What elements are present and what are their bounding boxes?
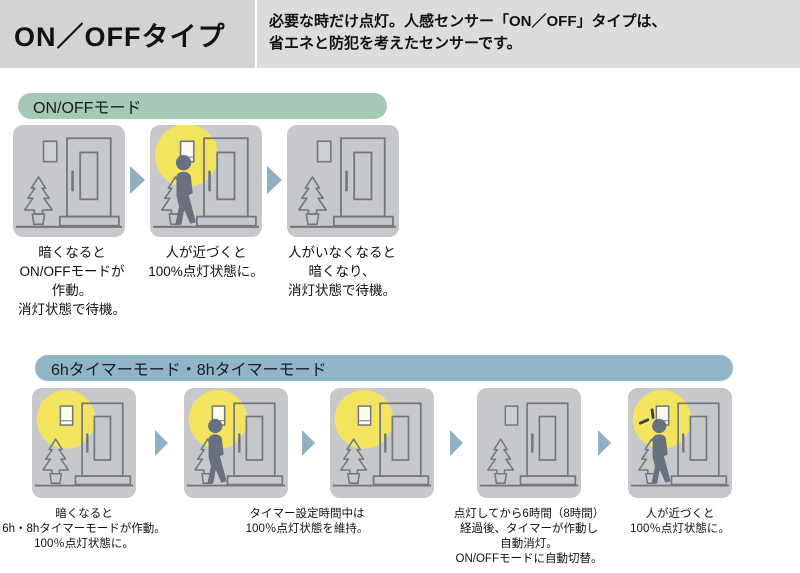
door-panel: [216, 151, 236, 201]
arrow-right-icon: [130, 166, 145, 194]
porch-step: [372, 475, 430, 486]
door-scene-2-5: [628, 388, 732, 498]
caption-timer-maintained: タイマー設定時間中は 100％点灯状態を維持。: [245, 508, 369, 535]
door-icon: [379, 402, 422, 477]
caption-timer-starts: 暗くなると 6h・8hタイマーモードが作動。 100％点灯状態に。: [2, 508, 166, 550]
header-description: 必要な時だけ点灯。人感センサー「ON／OFF」タイプは、 省エネと防犯を考えたセ…: [269, 13, 667, 52]
tree-pot: [49, 472, 63, 484]
porch-step: [226, 475, 284, 486]
porch-lamp-icon: [42, 140, 58, 163]
door-panel: [353, 151, 373, 201]
door-scene-graphic: [332, 390, 432, 487]
door-scene-1-2: [150, 125, 262, 237]
porch-lamp-icon: [357, 405, 372, 426]
tree-icon: [297, 176, 328, 215]
arrow-right-icon: [267, 166, 282, 194]
door-scene-2-2: [184, 388, 288, 498]
porch-step: [195, 215, 257, 227]
door-scene-graphic: [479, 402, 579, 487]
door-icon: [340, 137, 386, 218]
door-panel: [391, 415, 410, 461]
porch-step: [670, 475, 728, 486]
arrow-right-icon: [598, 430, 611, 456]
door-scene-graphic: [630, 390, 730, 487]
door-scene-1-3: [287, 125, 399, 237]
caption-timer-elapsed: 点灯してから6時間（8時間） 経過後、タイマーが作動し 自動消灯。 ON/OFF…: [453, 508, 605, 565]
arrow-right-icon: [155, 430, 168, 456]
door-scene-2-3: [330, 388, 434, 498]
section-label: ON/OFFモード: [33, 100, 142, 117]
page-title: ON／OFFタイプ: [14, 21, 226, 52]
door-panel: [689, 415, 708, 461]
door-icon: [66, 137, 112, 218]
tree-pot: [347, 472, 361, 484]
door-panel: [93, 415, 112, 461]
tree-pot: [31, 213, 46, 226]
header-description-box: 必要な時だけ点灯。人感センサー「ON／OFF」タイプは、 省エネと防犯を考えたセ…: [257, 0, 800, 68]
porch-step: [332, 215, 394, 227]
tree-icon: [23, 176, 54, 215]
door-scene-graphic: [34, 390, 134, 487]
porch-lamp-icon: [59, 405, 74, 426]
person-figure: [175, 155, 196, 225]
porch-lamp-icon: [316, 140, 332, 163]
porch-step: [519, 475, 577, 486]
caption-person-approaches-again: 人が近づくと 100％点灯状態に。: [630, 508, 730, 535]
caption-person-approaches: 人が近づくと 100%点灯状態に。: [148, 245, 264, 279]
door-icon: [233, 402, 276, 477]
door-panel: [245, 415, 264, 461]
door-icon: [203, 137, 249, 218]
door-scene-2-1: [32, 388, 136, 498]
tree-icon: [487, 438, 515, 475]
arrow-right-icon: [302, 430, 315, 456]
page-title-box: ON／OFFタイプ: [0, 0, 255, 68]
tree-pot: [305, 213, 320, 226]
person-figure: [651, 418, 671, 484]
arrow-right-icon: [450, 430, 463, 456]
flash-marks: [638, 408, 655, 425]
door-icon: [677, 402, 720, 477]
caption-person-gone: 人がいなくなると 暗くなり、 消灯状態で待機。: [288, 245, 396, 298]
porch-step: [74, 475, 132, 486]
door-scene-graphic: [153, 125, 259, 228]
door-scene-graphic: [186, 390, 286, 487]
door-panel: [538, 415, 557, 461]
porch-step: [58, 215, 120, 227]
person-figure: [207, 418, 227, 484]
section-header-onoff-mode: ON/OFFモード: [18, 93, 387, 119]
door-scene-2-4: [477, 388, 581, 498]
door-scene-graphic: [16, 137, 122, 228]
door-scene-graphic: [290, 137, 396, 228]
caption-dark-standby: 暗くなると ON/OFFモードが 作動。 消灯状態で待機。: [18, 245, 126, 317]
door-icon: [526, 402, 569, 477]
door-panel: [79, 151, 99, 201]
section-header-timer-mode: 6hタイマーモード・8hタイマーモード: [35, 355, 733, 381]
section-label: 6hタイマーモード・8hタイマーモード: [51, 362, 327, 379]
tree-pot: [494, 472, 508, 484]
door-icon: [81, 402, 124, 477]
door-scene-1-1: [13, 125, 125, 237]
porch-lamp-icon: [504, 405, 519, 426]
